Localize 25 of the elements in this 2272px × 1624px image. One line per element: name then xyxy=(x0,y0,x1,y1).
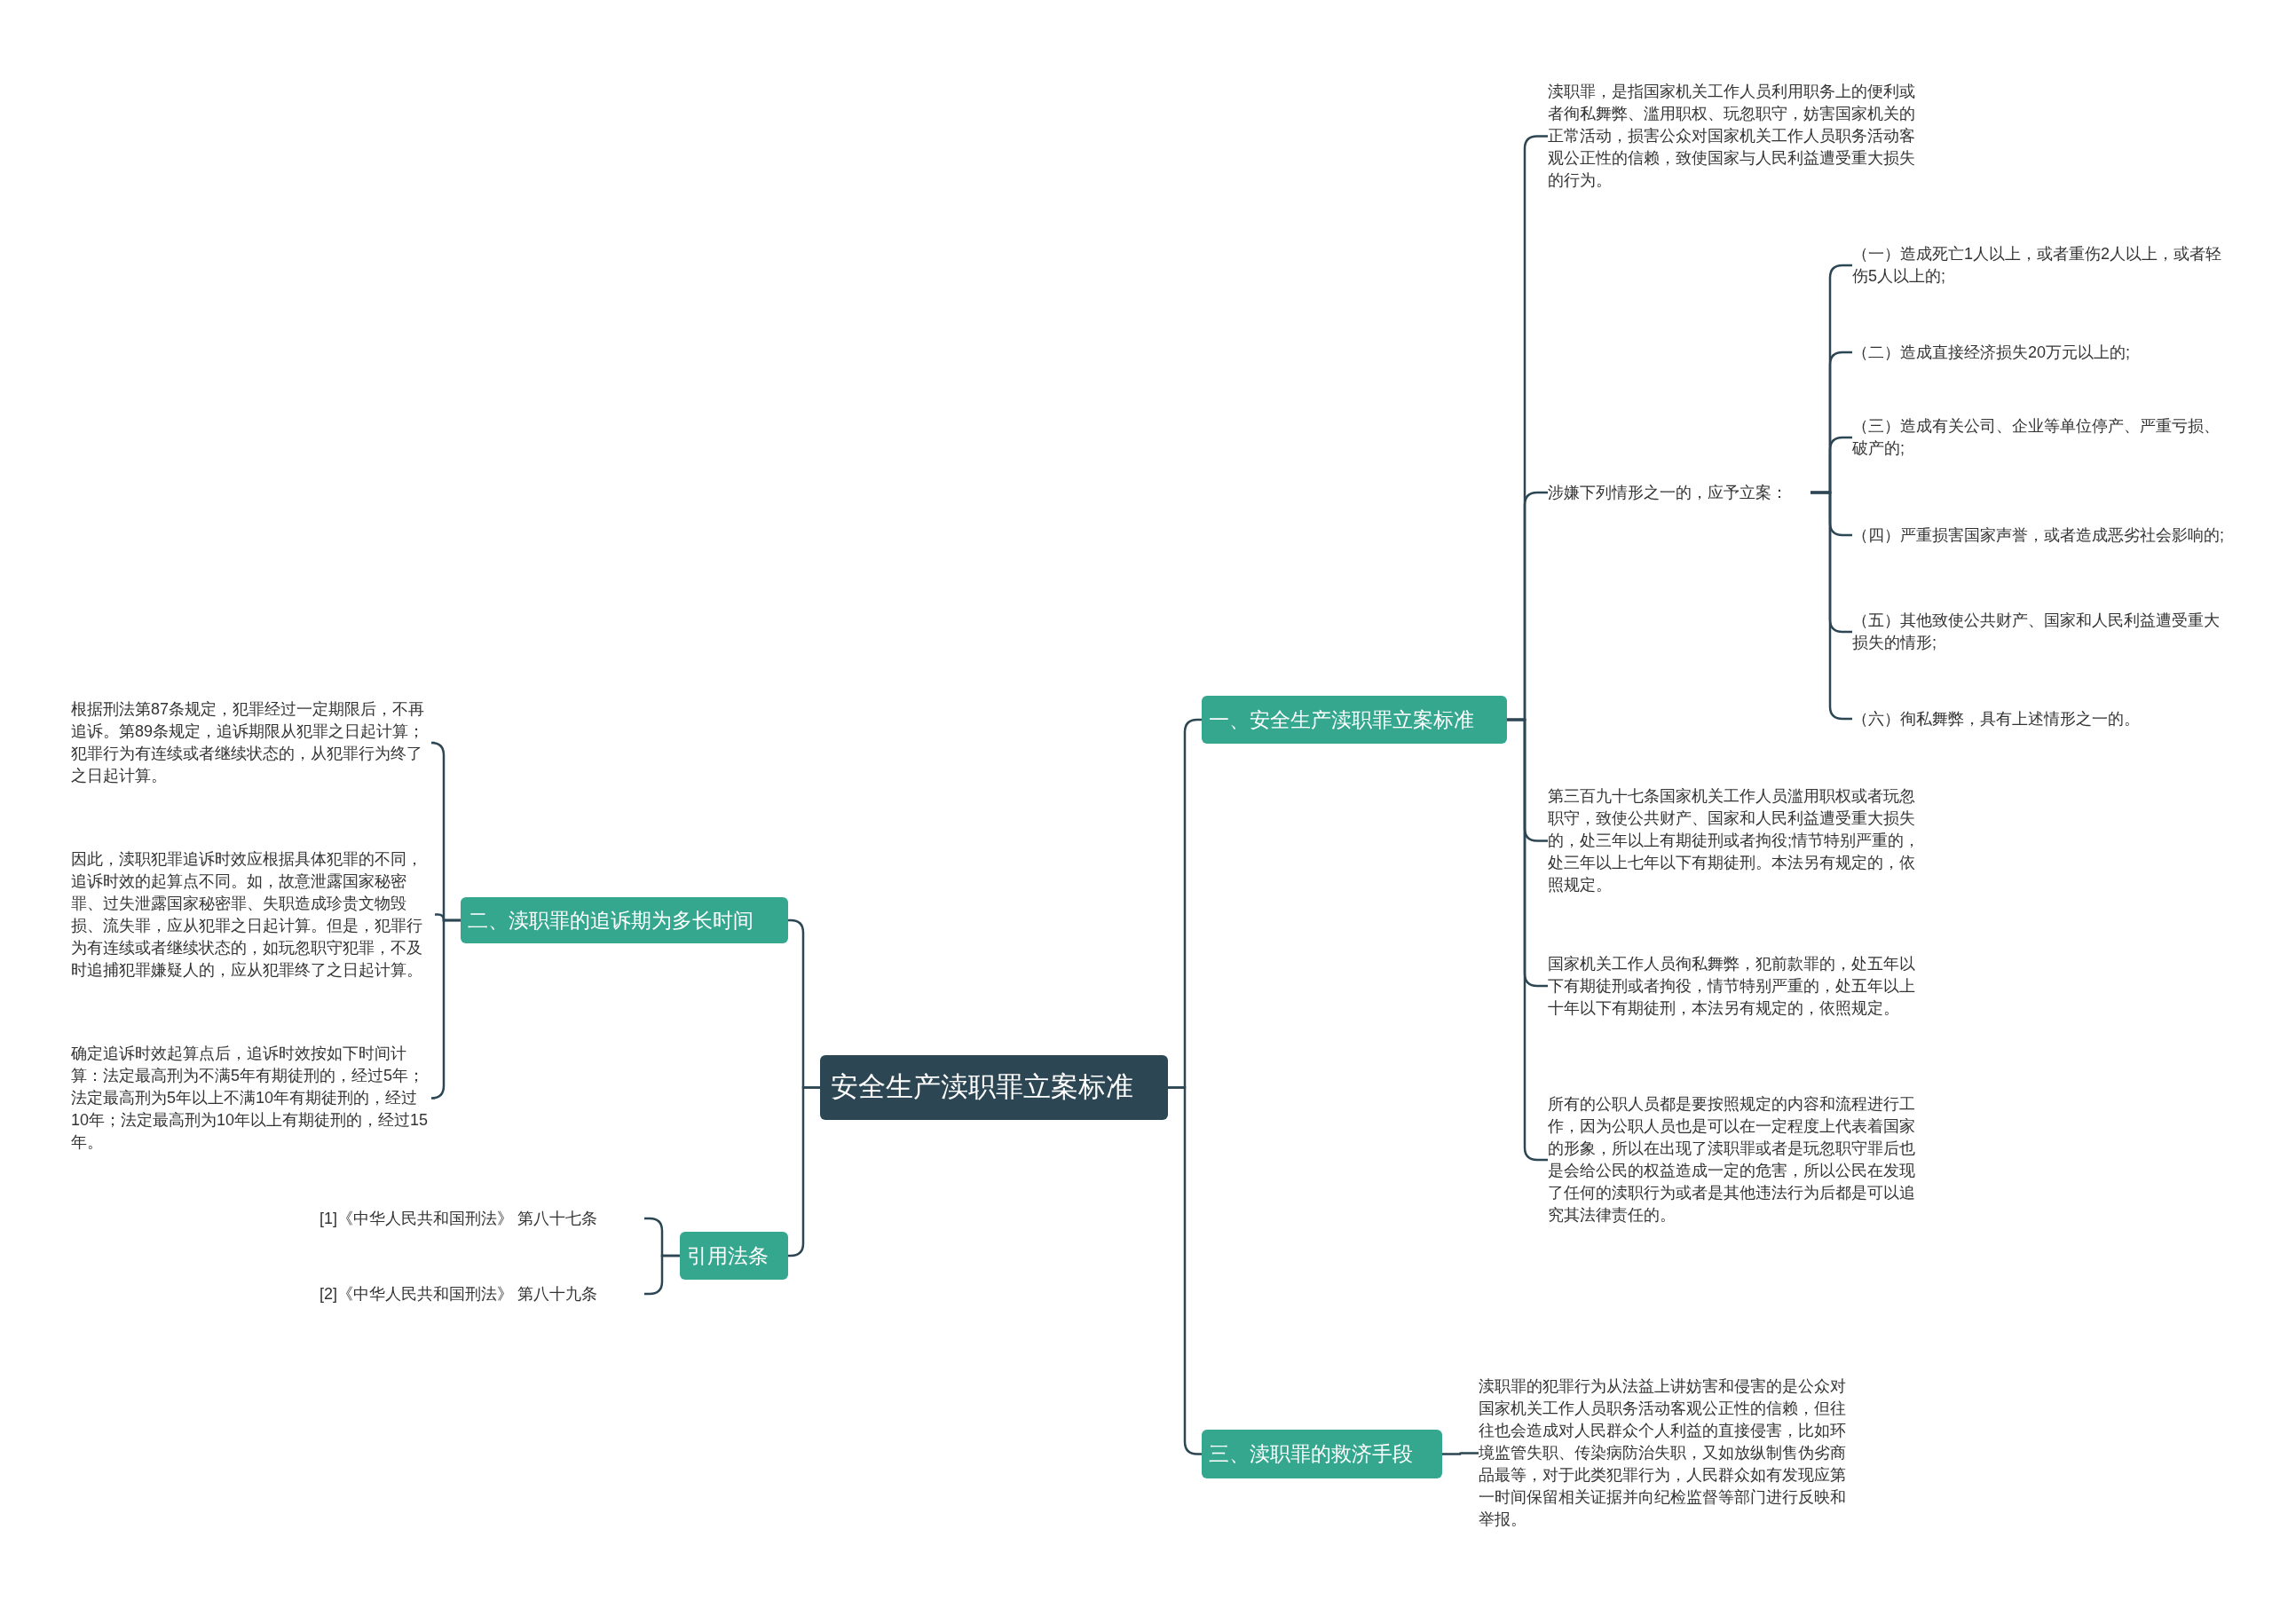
branch-topic: 引用法条 xyxy=(680,1232,788,1280)
leaf-text: （六）徇私舞弊，具有上述情形之一的。 xyxy=(1852,701,2234,737)
leaf-text: 因此，渎职犯罪追诉时效应根据具体犯罪的不同，追诉时效的起算点不同。如，故意泄露国家秘密罪、过失泄露国家秘密罪、失职造成珍贵文物毁损、流失罪，应从犯罪之日起计算。但是，犯罪行为有连续或者继续状态的，如玩忽职守犯罪，不及时追捕犯罪嫌疑人的，应从犯罪终了之日起计算。 xyxy=(71,832,435,997)
leaf-text: 渎职罪的犯罪行为从法益上讲妨害和侵害的是公众对国家机关工作人员职务活动客观公正性的信赖，但往往也会造成对人民群众个人利益的直接侵害，比如环境监管失职、传染病防治失职，又如放纵制售伪劣商品最等，对于此类犯罪行为，人民群众如有发现应第一时间保留相关证据并向纪检监督等部门进行反映和举报。 xyxy=(1479,1358,1851,1549)
leaf-text: [2]《中华人民共和国刑法》 第八十九条 xyxy=(320,1276,644,1312)
branch-topic: 三、渎职罪的救济手段 xyxy=(1202,1430,1442,1478)
branch-topic: 二、渎职罪的追诉期为多长时间 xyxy=(461,897,788,943)
leaf-text: （四）严重损害国家声誉，或者造成恶劣社会影响的; xyxy=(1852,506,2234,564)
central-topic: 安全生产渎职罪立案标准 xyxy=(820,1055,1168,1120)
connector-line xyxy=(430,918,461,1100)
leaf-text: 国家机关工作人员徇私舞弊，犯前款罪的，处五年以下有期徒刑或者拘役，情节特别严重的，处五年以上十年以下有期徒刑，本法另有规定的，依照规定。 xyxy=(1548,936,1921,1036)
leaf-text: 涉嫌下列情形之一的，应予立案： xyxy=(1548,475,1810,510)
connector-line xyxy=(644,1254,680,1296)
leaf-text: 渎职罪，是指国家机关工作人员利用职务上的便利或者徇私舞弊、滥用职权、玩忽职守，妨害国家机关的正常活动，损害公众对国家机关工作人员职务活动客观公正性的信赖，致使国家与人民利益遭受重大损失的行为。 xyxy=(1548,76,1921,196)
leaf-text: 第三百九十七条国家机关工作人员滥用职权或者玩忽职守，致使公共财产、国家和人民利益遭受重大损失的，处三年以上有期徒刑或者拘役;情节特别严重的，处三年以上七年以下有期徒刑。本法另有规定的，依照规定。 xyxy=(1548,781,1921,901)
leaf-text: （三）造成有关公司、企业等单位停产、严重亏损、破产的; xyxy=(1852,408,2234,467)
leaf-text: 确定追诉时效起算点后，追诉时效按如下时间计算：法定最高刑为不满5年有期徒刑的，经过5年；法定最高刑为5年以上不满10年有期徒刑的，经过10年；法定最高刑为10年以上有期徒刑的，经过15年。 xyxy=(71,1038,435,1158)
connector-line xyxy=(1442,1452,1479,1455)
leaf-text: 所有的公职人员都是要按照规定的内容和流程进行工作，因为公职人员也是可以在一定程度上代表着国家的形象，所以在出现了渎职罪或者是玩忽职守罪后也是会给公民的权益造成一定的危害，所以公民在发现了任何的渎职行为或者是其他违法行为后都是可以追究其法律责任的。 xyxy=(1548,1076,1921,1244)
leaf-text: （二）造成直接经济损失20万元以上的; xyxy=(1852,335,2234,370)
leaf-text: （五）其他致使公共财产、国家和人民利益遭受重大损失的情形; xyxy=(1852,603,2234,661)
leaf-text: 根据刑法第87条规定，犯罪经过一定期限后，不再追诉。第89条规定，追诉期限从犯罪之日起计算；犯罪行为有连续或者继续状态的，从犯罪行为终了之日起计算。 xyxy=(71,694,435,792)
leaf-text: （一）造成死亡1人以上，或者重伤2人以上，或者轻伤5人以上的; xyxy=(1852,236,2234,295)
leaf-text: [1]《中华人民共和国刑法》 第八十七条 xyxy=(320,1201,644,1236)
branch-topic: 一、安全生产渎职罪立案标准 xyxy=(1202,696,1507,744)
